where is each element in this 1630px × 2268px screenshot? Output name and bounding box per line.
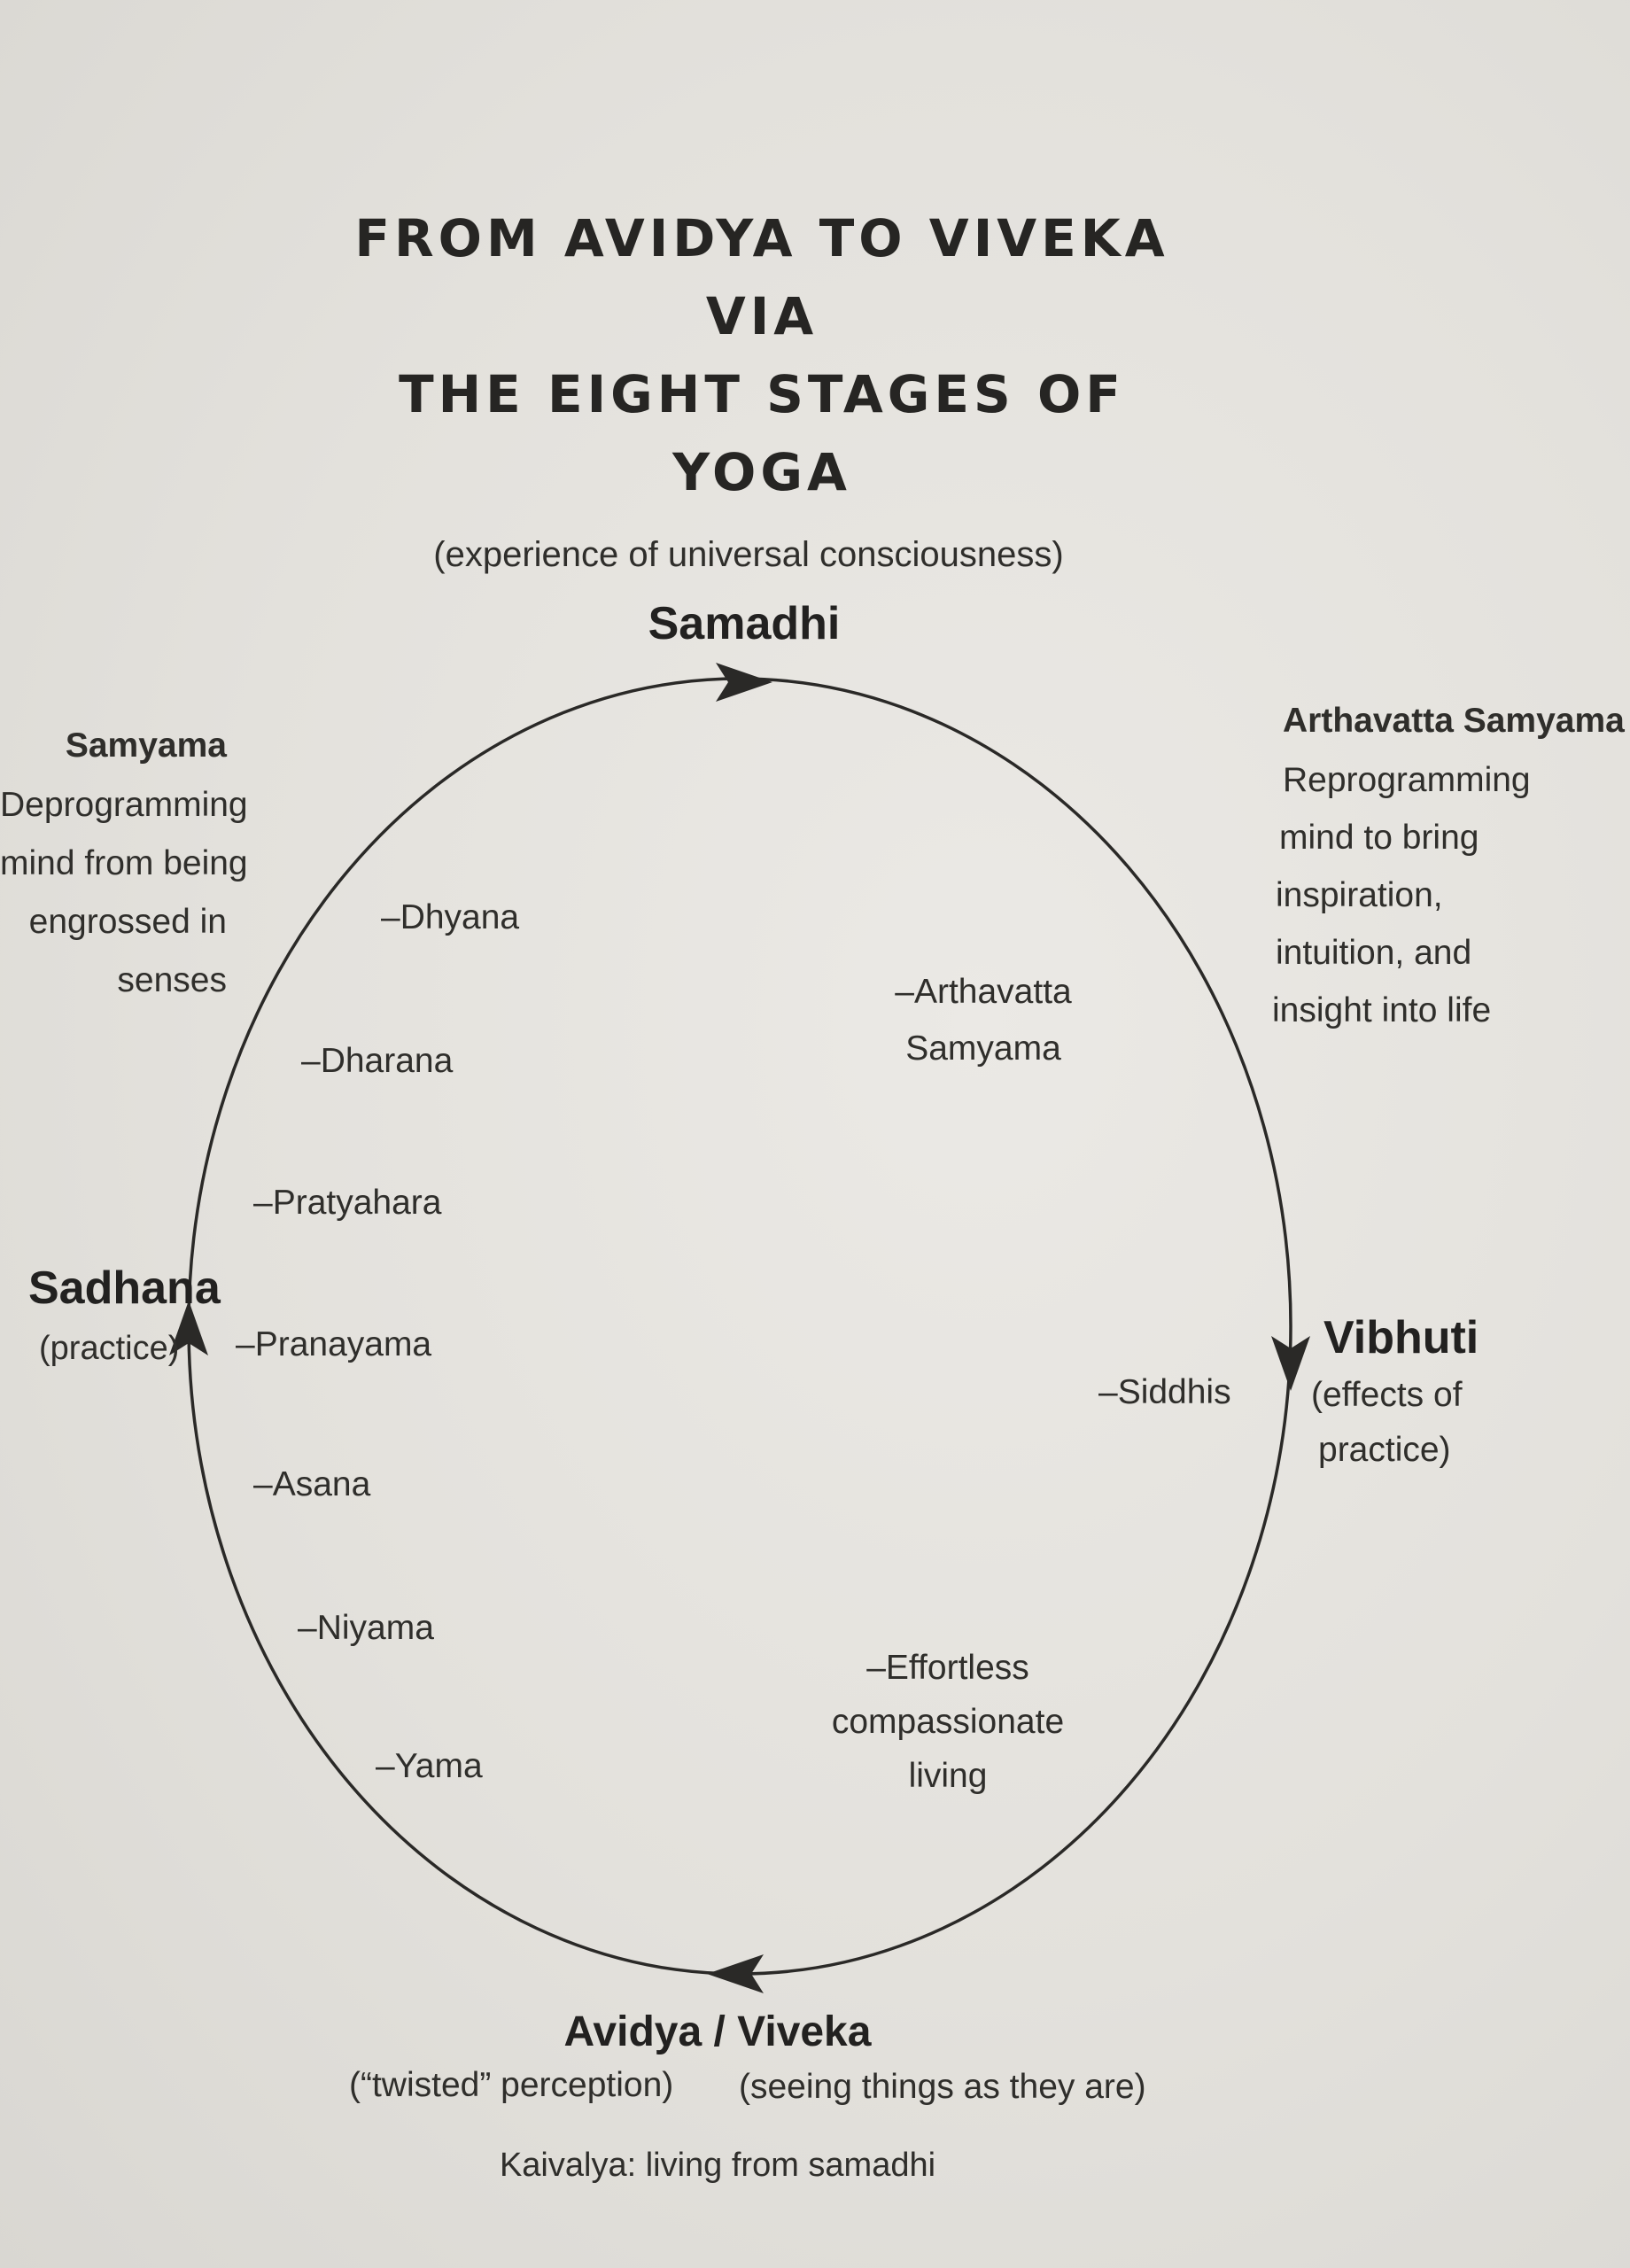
- vibhuti-sub-line-2: practice): [1318, 1431, 1451, 1469]
- vibhuti-sub: (effects of practice): [1311, 1368, 1463, 1478]
- arthavatta-line-5: insight into life: [1272, 991, 1492, 1029]
- effortless-line-1: –Effortless: [866, 1649, 1029, 1687]
- stage-asana: –Asana: [253, 1465, 371, 1503]
- samyama-left-line-3: engrossed in: [28, 903, 227, 941]
- stage-pranayama: –Pranayama: [236, 1325, 432, 1363]
- samyama-left-heading: Samyama: [65, 726, 227, 765]
- arrow-bottom-icon: [707, 1954, 764, 1993]
- stage-pratyahara: –Pratyahara: [253, 1184, 442, 1222]
- arthavatta-line-3: inspiration,: [1276, 876, 1443, 914]
- sadhana-label: Sadhana: [28, 1262, 221, 1314]
- vibhuti-sub-line-1: (effects of: [1311, 1376, 1463, 1414]
- arrow-top-icon: [716, 663, 772, 702]
- arrow-right-icon: [1271, 1336, 1310, 1391]
- arthavatta-stage-line-2: Samyama: [905, 1029, 1061, 1068]
- siddhis-item: –Siddhis: [1098, 1373, 1231, 1411]
- arthavatta-line-1: Reprogramming: [1283, 761, 1531, 799]
- sadhana-sub: (practice): [39, 1330, 180, 1367]
- arthavatta-line-4: intuition, and: [1276, 934, 1472, 972]
- vibhuti-label: Vibhuti: [1323, 1312, 1479, 1363]
- arthavatta-line-2: mind to bring: [1279, 819, 1479, 857]
- arrow-left-icon: [169, 1301, 208, 1355]
- samadhi-subtitle: (experience of universal consciousness): [433, 535, 1064, 574]
- viveka-sub: (seeing things as they are): [739, 2068, 1146, 2106]
- arthavatta-samyama-stage: –Arthavatta Samyama: [850, 964, 1116, 1077]
- arthavatta-description: Reprogramming mind to bring inspiration,…: [1272, 751, 1531, 1039]
- avidya-sub: (“twisted” perception): [349, 2066, 674, 2104]
- samadhi-label: Samadhi: [648, 598, 841, 649]
- stage-yama: –Yama: [376, 1747, 483, 1785]
- avidya-viveka-label: Avidya / Viveka: [563, 2008, 872, 2055]
- diagram-title: FROM AVIDYA TO VIVEKA VIA THE EIGHT STAG…: [319, 199, 1205, 511]
- samyama-left-line-4: senses: [117, 961, 227, 999]
- effortless-line-3: living: [908, 1757, 988, 1795]
- effortless-living-item: –Effortless compassionate living: [806, 1641, 1090, 1803]
- stage-dhyana: –Dhyana: [381, 898, 520, 936]
- title-line-1: FROM AVIDYA TO VIVEKA VIA: [354, 208, 1169, 346]
- arthavatta-stage-line-1: –Arthavatta: [895, 973, 1072, 1011]
- samyama-left-line-2: mind from being: [0, 844, 248, 882]
- stage-niyama: –Niyama: [298, 1609, 434, 1647]
- title-line-2: THE EIGHT STAGES OF YOGA: [399, 364, 1125, 502]
- kaivalya-footer: Kaivalya: living from samadhi: [499, 2147, 936, 2184]
- arthavatta-heading: Arthavatta Samyama: [1283, 702, 1625, 740]
- effortless-line-2: compassionate: [831, 1703, 1065, 1741]
- stage-dharana: –Dharana: [301, 1042, 454, 1080]
- samyama-left-line-1: Deprogramming: [0, 786, 248, 824]
- samyama-left-description: Deprogramming mind from being engrossed …: [0, 776, 248, 1010]
